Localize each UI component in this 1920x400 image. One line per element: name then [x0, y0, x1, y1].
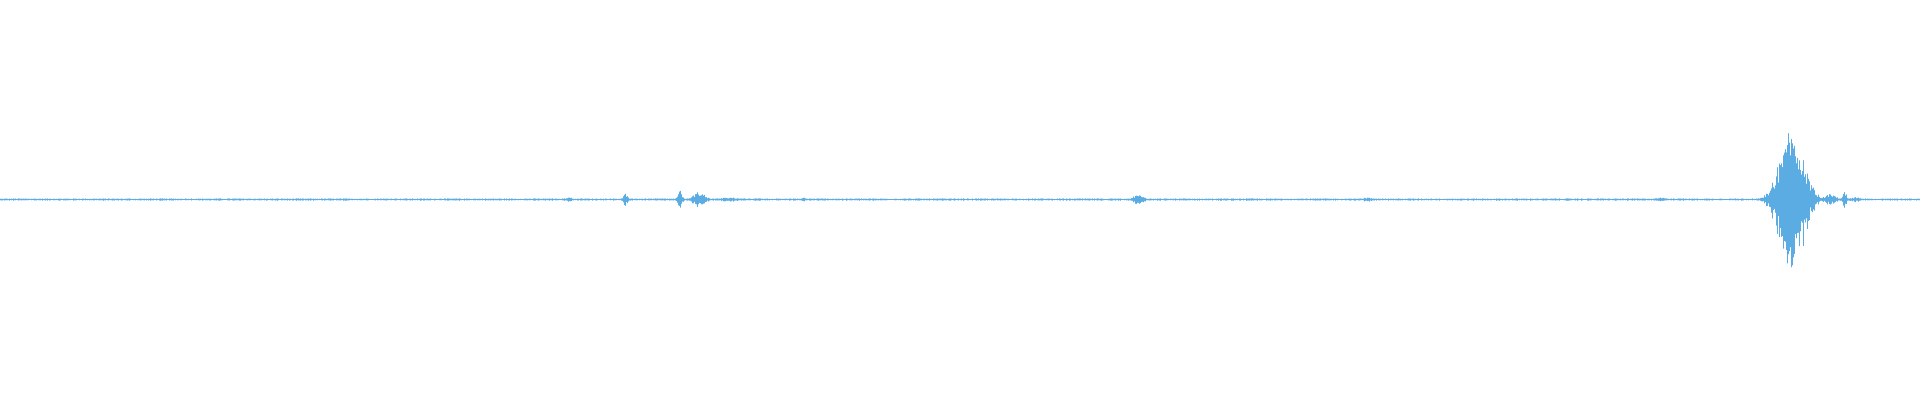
- waveform-path: [0, 133, 1920, 268]
